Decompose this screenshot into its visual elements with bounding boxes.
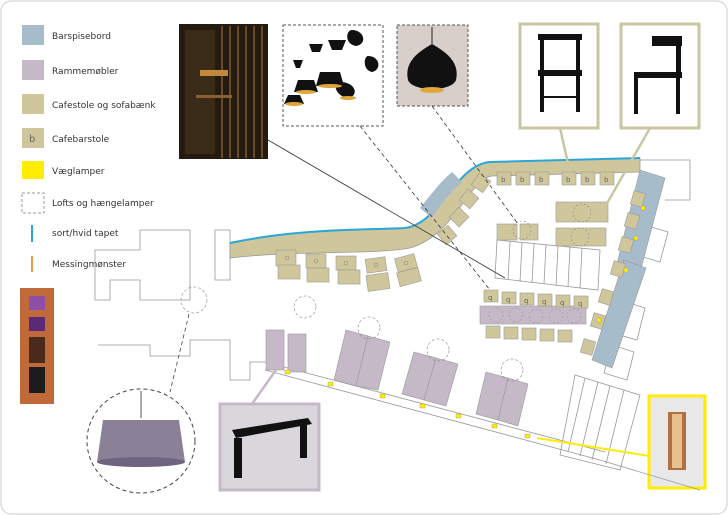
pendant-lamps-photo <box>282 24 384 127</box>
wallpaper-line <box>229 157 641 244</box>
curved-sofa-bench <box>229 157 641 259</box>
legend-swatch-lofts <box>21 192 45 214</box>
legend-swatch-cafebarstole <box>22 128 44 148</box>
wall-lamps <box>284 205 646 439</box>
legend-swatch-cafestole <box>22 94 44 114</box>
barstool-glyph: b <box>501 176 506 184</box>
right-booths <box>579 169 666 369</box>
wall-lamp-photo <box>647 394 707 490</box>
legend-label-lofts: Lofts og hængelamper <box>52 199 154 209</box>
legend-label-barspisebord: Barspisebord <box>52 32 111 42</box>
cafe-table-groups <box>496 201 609 247</box>
legend-glyph-cafebarstole: b <box>29 134 35 145</box>
bench-chair-glyph: q <box>560 299 564 307</box>
barstool-glyph: b <box>566 176 571 184</box>
bench-chair-glyph: q <box>524 297 528 305</box>
swatch-purple <box>29 296 45 310</box>
barstool-photo <box>518 22 600 130</box>
legend-label-vaeglamper: Væglamper <box>52 167 105 177</box>
cafe-chairs <box>275 172 492 292</box>
legend-swatch-rammemobler <box>22 60 44 80</box>
legend-label-tapet: sort/hvid tapet <box>52 229 119 239</box>
bench-chair-glyph: q <box>578 300 582 308</box>
bench-photo <box>218 402 321 492</box>
legend-label-rammemobler: Rammemøbler <box>52 67 119 77</box>
swatch-brown <box>29 337 45 363</box>
photo-connectors <box>169 105 652 457</box>
swatch-black <box>29 367 45 393</box>
legend-swatch-vaeglamper <box>22 161 44 179</box>
barstool-row: b b b b b b <box>496 171 615 186</box>
legend-label-cafebarstole: Cafebarstole <box>52 135 110 145</box>
legend: Barspisebord Rammemøbler Cafestole og so… <box>21 25 156 272</box>
ceiling-lamp-illustration <box>86 388 196 494</box>
bench-chair-glyph: q <box>506 296 510 304</box>
legend-label-cafestole: Cafestole og sofabænk <box>52 101 156 111</box>
bench-chair-glyph: q <box>488 294 492 302</box>
color-swatch-panel <box>20 288 54 404</box>
frame-furniture-tables <box>265 329 529 427</box>
legend-label-messing: Messingmønster <box>52 260 126 270</box>
single-pendant-photo <box>396 24 469 107</box>
chair-photo <box>619 22 701 130</box>
swatch-dark-purple <box>29 317 45 331</box>
barstool-glyph: b <box>604 176 609 184</box>
long-bar-table: q q q q q q <box>479 289 589 343</box>
barstool-glyph: b <box>585 176 590 184</box>
legend-swatch-barspisebord <box>22 25 44 45</box>
bench-chair-glyph: q <box>542 298 546 306</box>
barstool-glyph: b <box>539 176 544 184</box>
barstool-glyph: b <box>520 176 525 184</box>
interior-photo <box>179 24 268 159</box>
